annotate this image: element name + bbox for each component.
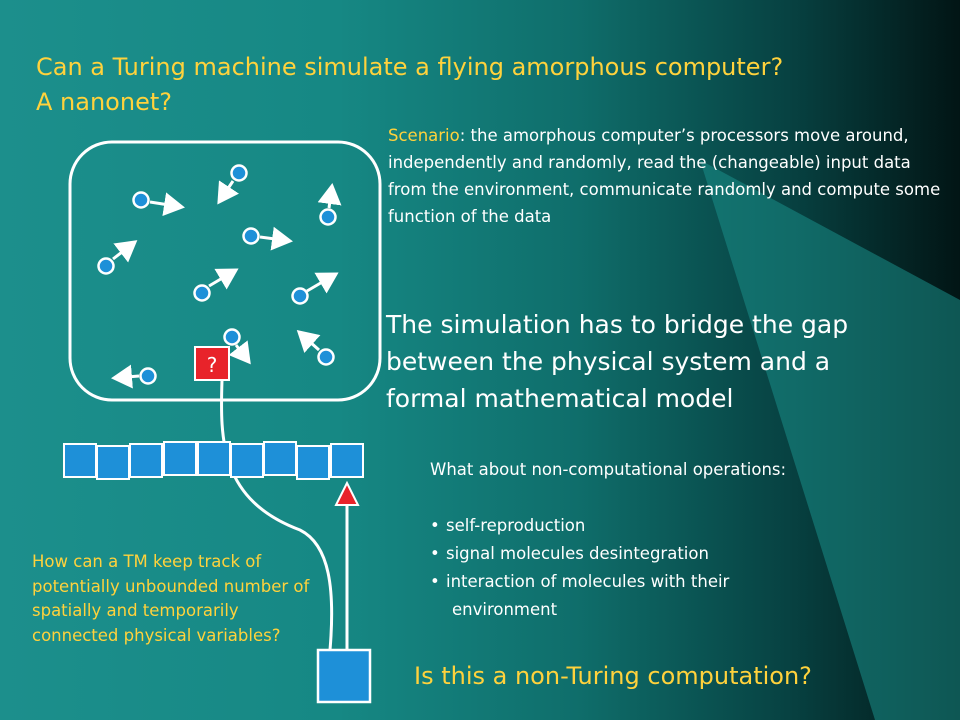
list-item-continuation: environment [452, 600, 558, 619]
bullet-icon: • [430, 516, 440, 535]
processor-node [97, 240, 138, 275]
unknown-reading-box [194, 346, 230, 381]
list-item: •signal molecules desintegration [430, 540, 930, 568]
tm-tracking-question: How can a TM keep track of potentially u… [32, 552, 310, 645]
tape-cell [330, 443, 364, 478]
tape-cell [197, 441, 231, 476]
tape-cell [263, 441, 297, 476]
processor-node [242, 226, 293, 251]
processor-node [296, 329, 335, 366]
noncomputational-section: What about non-computational operations:… [430, 456, 930, 624]
tape-cell [129, 443, 163, 478]
scenario-text: : the amorphous computer’s processors mo… [388, 126, 941, 226]
scenario-paragraph: Scenario: the amorphous computer’s proce… [388, 122, 948, 230]
noncomputational-heading: What about non-computational operations: [430, 460, 787, 479]
scenario-label: Scenario [388, 126, 460, 145]
unknown-reading-label: ? [207, 353, 218, 377]
connection-wire [219, 379, 334, 651]
processor-node [132, 191, 185, 217]
read-write-head-marker [334, 480, 360, 506]
tape-cell [230, 443, 264, 478]
bullet-icon: • [430, 544, 440, 563]
environment-boundary [68, 140, 382, 402]
title-line-1: Can a Turing machine simulate a flying a… [36, 53, 784, 81]
bridge-statement: The simulation has to bridge the gap bet… [386, 310, 849, 413]
tape-cell [96, 445, 130, 480]
closing-question: Is this a non-Turing computation? [414, 662, 812, 690]
processor-node [223, 328, 251, 365]
noncomputational-list: •self-reproduction •signal molecules des… [430, 512, 930, 624]
control-unit-box [316, 648, 372, 704]
list-item: •self-reproduction [430, 512, 930, 540]
title-line-2: A nanonet? [36, 88, 172, 116]
processor-node [217, 164, 248, 205]
slide-title: Can a Turing machine simulate a flying a… [36, 50, 946, 120]
tape-cell [163, 441, 197, 476]
processor-node [111, 364, 157, 389]
processor-node [317, 183, 342, 226]
tape-cell [63, 443, 97, 478]
processor-node [193, 268, 239, 302]
turing-tape [63, 441, 364, 480]
bullet-icon: • [430, 572, 440, 591]
processor-node [291, 272, 339, 305]
tape-cell [296, 445, 330, 480]
